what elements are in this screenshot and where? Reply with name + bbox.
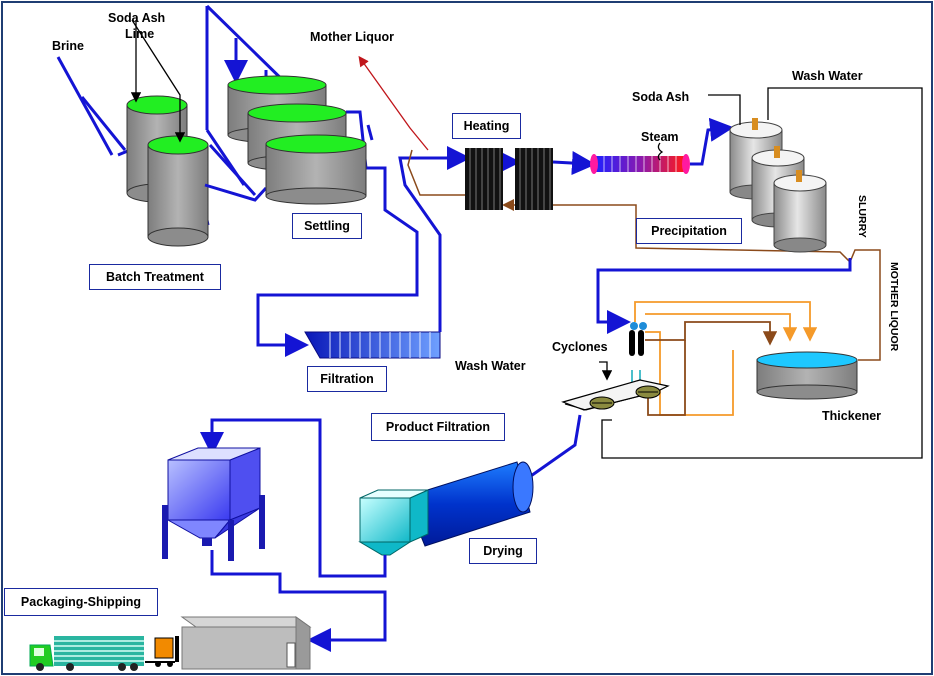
settling-box: Settling: [292, 213, 362, 239]
heat-exchanger-1: [465, 148, 503, 210]
thickener-label: Thickener: [822, 409, 882, 423]
reagent-arrows: [130, 19, 186, 143]
truck: [29, 636, 144, 671]
batch-treatment-box: Batch Treatment: [89, 264, 221, 290]
batch-tank-front: [147, 135, 209, 247]
storage-silo: [162, 447, 265, 561]
filtration-box: Filtration: [307, 366, 387, 392]
settling-tank-3: [265, 134, 367, 205]
underflow-lines: [645, 321, 778, 416]
mother-liquor-line: [358, 55, 429, 151]
forklift: [145, 636, 179, 667]
cyclones-label: Cyclones: [552, 340, 608, 354]
soda-ash-precipitation-label: Soda Ash: [632, 90, 690, 104]
soda-ash-label: Soda Ash: [108, 11, 166, 25]
brine-label: Brine: [52, 39, 84, 53]
precipitation-box: Precipitation: [636, 218, 742, 244]
steam-label: Steam: [641, 130, 679, 144]
settling-tanks: [204, 4, 419, 357]
cyclones: [629, 322, 647, 382]
feed-pipes: [398, 117, 734, 332]
product-filter: [561, 361, 670, 411]
mother-liquor-label: Mother Liquor: [310, 30, 395, 44]
lime-label: Lime: [125, 27, 155, 41]
heating-box: Heating: [452, 113, 521, 139]
packaging-shipping-box: Packaging-Shipping: [4, 588, 158, 616]
wash-water-top-label: Wash Water: [792, 69, 863, 83]
precipitation-tank-3: [773, 170, 827, 253]
mother-liquor-side-label: MOTHER LIQUOR: [888, 262, 900, 352]
filtration-unit: [304, 331, 441, 359]
dryer-hopper: [358, 489, 429, 556]
warehouse: [180, 616, 312, 670]
precipitation-tanks: [601, 87, 923, 459]
slurry-pipe: [596, 258, 852, 334]
slurry-label: SLURRY: [856, 195, 868, 238]
wash-water-mid-label: Wash Water: [455, 359, 526, 373]
steam-heater: [590, 142, 690, 174]
thickener-tank: [756, 351, 858, 400]
product-filtration-box: Product Filtration: [371, 413, 505, 441]
to-dryer-pipe: [527, 414, 582, 480]
drying-box: Drying: [469, 538, 537, 564]
heat-exchanger-2: [515, 148, 553, 210]
batch-treatment-tanks: [56, 19, 210, 247]
product-pipes: [200, 418, 387, 652]
